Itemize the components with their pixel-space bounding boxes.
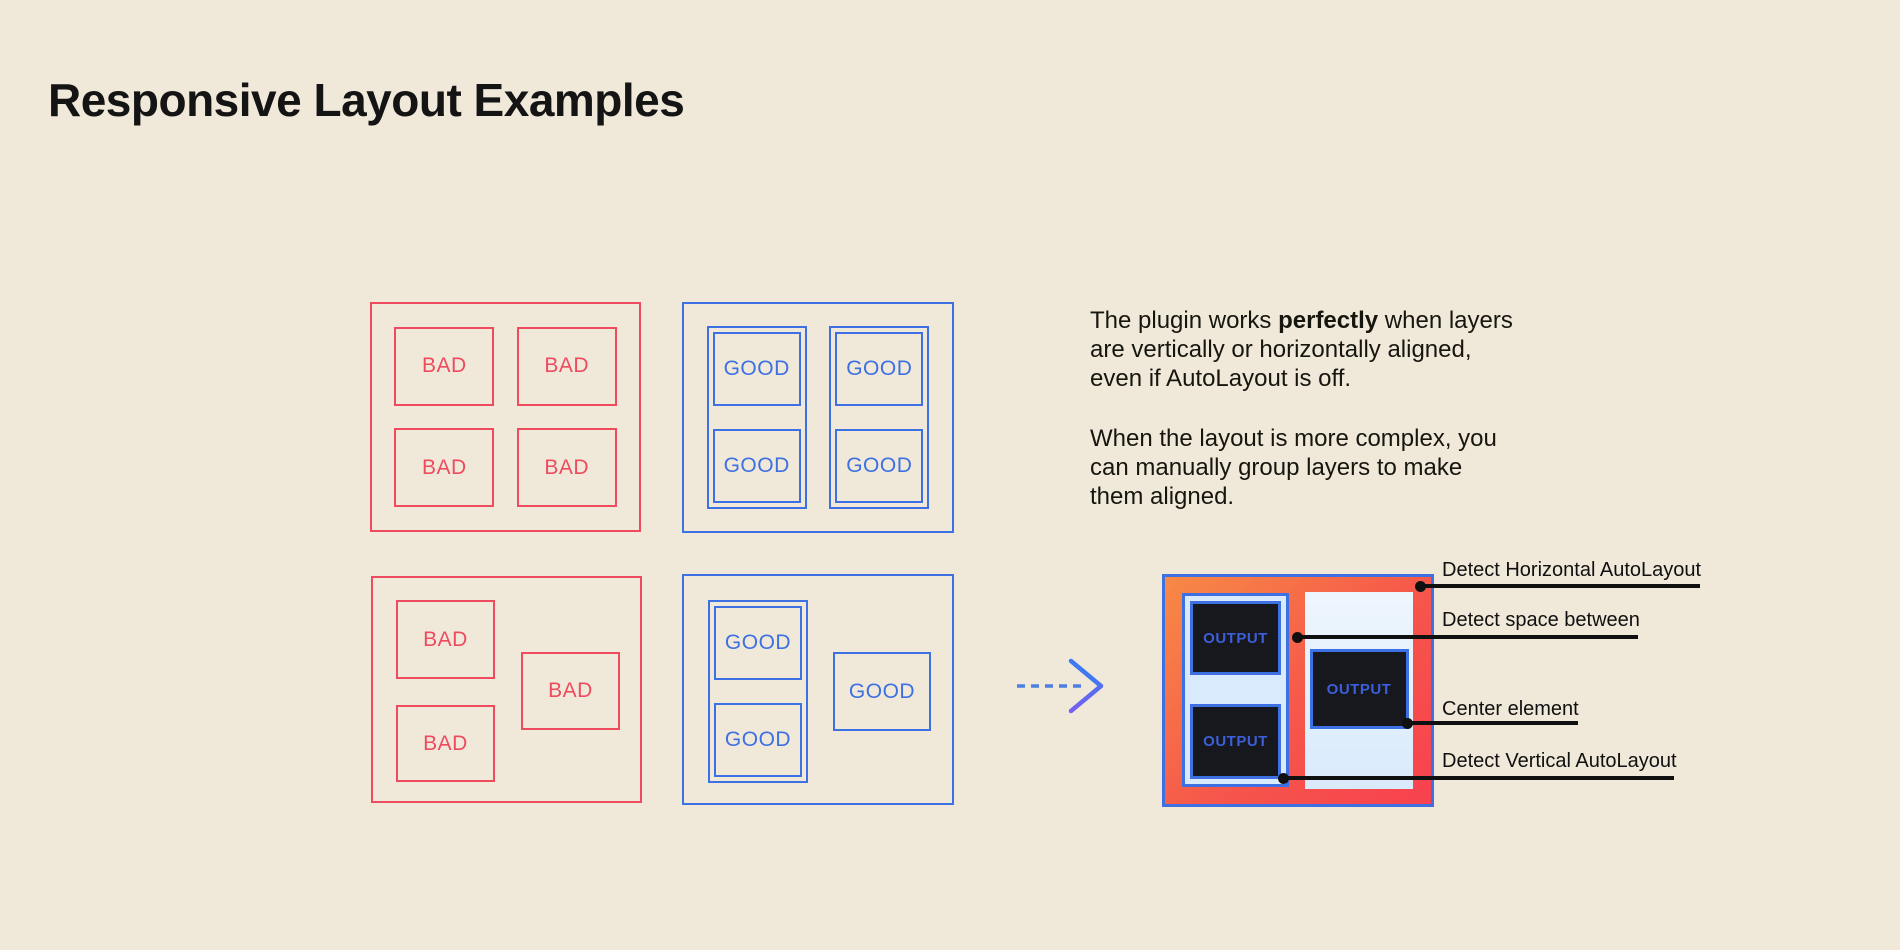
annotation-line (1297, 635, 1638, 639)
bad-complex-example-frame: BAD BAD BAD (371, 576, 642, 803)
good-box: GOOD (833, 652, 931, 731)
bad-box: BAD (394, 326, 495, 406)
good-complex-example-frame: GOOD GOOD GOOD (682, 574, 954, 805)
output-result-frame: OUTPUT OUTPUT OUTPUT (1162, 574, 1434, 807)
description-paragraph-1: The plugin works perfectly when layers a… (1090, 307, 1513, 392)
good-box: GOOD (835, 429, 924, 503)
output-box: OUTPUT (1309, 649, 1409, 729)
annotation-label-center-element: Center element (1442, 698, 1579, 720)
bad-box: BAD (516, 428, 617, 508)
annotation-line (1420, 584, 1700, 588)
annotation-dot (1278, 773, 1289, 784)
good-box: GOOD (712, 429, 801, 503)
good-box: GOOD (714, 606, 802, 680)
page-title: Responsive Layout Examples (48, 73, 685, 126)
bad-box: BAD (396, 705, 495, 782)
good-box: GOOD (712, 332, 801, 406)
annotation-line (1407, 721, 1578, 725)
good-group: GOOD GOOD (706, 326, 807, 509)
annotation-dot (1292, 632, 1303, 643)
bad-box: BAD (394, 428, 495, 508)
output-box: OUTPUT (1190, 601, 1281, 675)
bad-aligned-example-frame: BAD BAD BAD BAD (370, 302, 641, 532)
bad-box: BAD (516, 326, 617, 406)
description-text: The plugin works perfectly when layers a… (1090, 306, 1520, 511)
annotation-label-vertical-autolayout: Detect Vertical AutoLayout (1442, 750, 1677, 772)
bad-box: BAD (396, 600, 495, 679)
annotation-label-horizontal-autolayout: Detect Horizontal AutoLayout (1442, 559, 1702, 581)
good-aligned-example-frame: GOOD GOOD GOOD GOOD (682, 302, 954, 533)
annotation-dot (1402, 718, 1413, 729)
annotation-line (1283, 776, 1674, 780)
annotation-dot (1415, 581, 1426, 592)
arrow-right-icon (1014, 652, 1109, 725)
description-paragraph-2: When the layout is more complex, you can… (1090, 425, 1497, 510)
center-element-panel: OUTPUT (1305, 592, 1413, 789)
output-box: OUTPUT (1190, 704, 1281, 779)
good-group: GOOD GOOD (708, 600, 808, 783)
good-group: GOOD GOOD (829, 326, 930, 509)
good-box: GOOD (714, 703, 802, 777)
annotation-label-space-between: Detect space between (1442, 609, 1640, 631)
vertical-autolayout-panel: OUTPUT OUTPUT (1182, 593, 1289, 787)
bad-box: BAD (521, 652, 620, 730)
good-box: GOOD (835, 332, 924, 406)
